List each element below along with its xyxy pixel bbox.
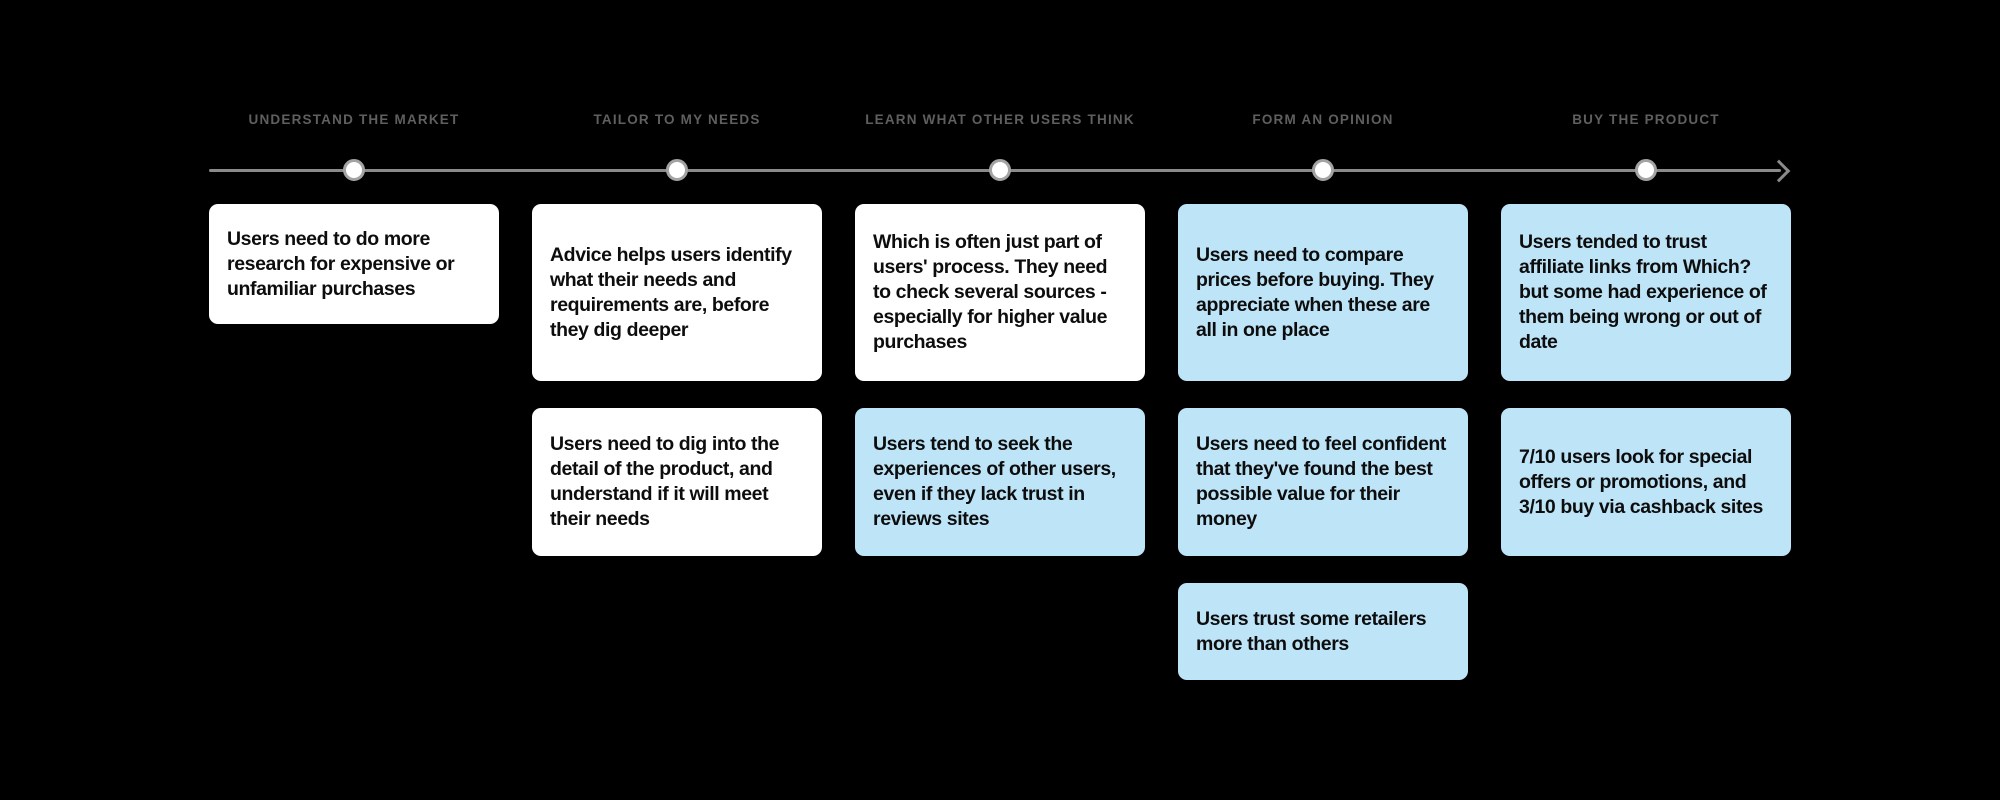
timeline-node-3 — [989, 159, 1011, 181]
column-learn-what-other-users-think: Which is often just part of users' proce… — [855, 204, 1145, 680]
timeline-nodes-row — [209, 159, 1791, 181]
card-columns: Users need to do more research for expen… — [209, 204, 1791, 680]
timeline-node-1 — [343, 159, 365, 181]
journey-card-text: Users need to feel confident that they'v… — [1196, 433, 1446, 530]
column-understand-the-market: Users need to do more research for expen… — [209, 204, 499, 680]
stage-label-understand-the-market: UNDERSTAND THE MARKET — [248, 112, 460, 127]
timeline-node-5 — [1635, 159, 1657, 181]
timeline-node-2 — [666, 159, 688, 181]
journey-card: Advice helps users identify what their n… — [532, 204, 822, 381]
journey-card-text: Which is often just part of users' proce… — [873, 231, 1108, 353]
journey-card-text: Users need to do more research for expen… — [227, 227, 455, 300]
column-form-an-opinion: Users need to compare prices before buyi… — [1178, 204, 1468, 680]
journey-card: Users need to dig into the detail of the… — [532, 408, 822, 556]
stage-label-tailor-to-my-needs: TAILOR TO MY NEEDS — [593, 112, 761, 127]
column-tailor-to-my-needs: Advice helps users identify what their n… — [532, 204, 822, 680]
journey-card: 7/10 users look for special offers or pr… — [1501, 408, 1791, 556]
timeline-node-4 — [1312, 159, 1334, 181]
journey-card-text: Users need to compare prices before buyi… — [1196, 243, 1434, 341]
journey-card-text: Users tended to trust affiliate links fr… — [1519, 231, 1767, 353]
journey-card-text: 7/10 users look for special offers or pr… — [1519, 445, 1763, 518]
journey-card: Users tended to trust affiliate links fr… — [1501, 204, 1791, 381]
journey-card: Users trust some retailers more than oth… — [1178, 583, 1468, 680]
stage-label-buy-the-product: BUY THE PRODUCT — [1572, 112, 1720, 127]
journey-card-text: Users need to dig into the detail of the… — [550, 433, 780, 530]
column-buy-the-product: Users tended to trust affiliate links fr… — [1501, 204, 1791, 680]
stage-labels-row: UNDERSTAND THE MARKET TAILOR TO MY NEEDS… — [209, 112, 1791, 127]
stage-label-form-an-opinion: FORM AN OPINION — [1252, 112, 1394, 127]
journey-card: Users need to compare prices before buyi… — [1178, 204, 1468, 381]
journey-card-text: Users tend to seek the experiences of ot… — [873, 433, 1116, 530]
journey-card: Users need to feel confident that they'v… — [1178, 408, 1468, 556]
stage-label-learn-what-other-users-think: LEARN WHAT OTHER USERS THINK — [865, 112, 1135, 127]
journey-card-text: Advice helps users identify what their n… — [550, 243, 792, 341]
journey-card: Users tend to seek the experiences of ot… — [855, 408, 1145, 556]
journey-card: Which is often just part of users' proce… — [855, 204, 1145, 381]
journey-card: Users need to do more research for expen… — [209, 204, 499, 324]
journey-card-text: Users trust some retailers more than oth… — [1196, 607, 1427, 655]
